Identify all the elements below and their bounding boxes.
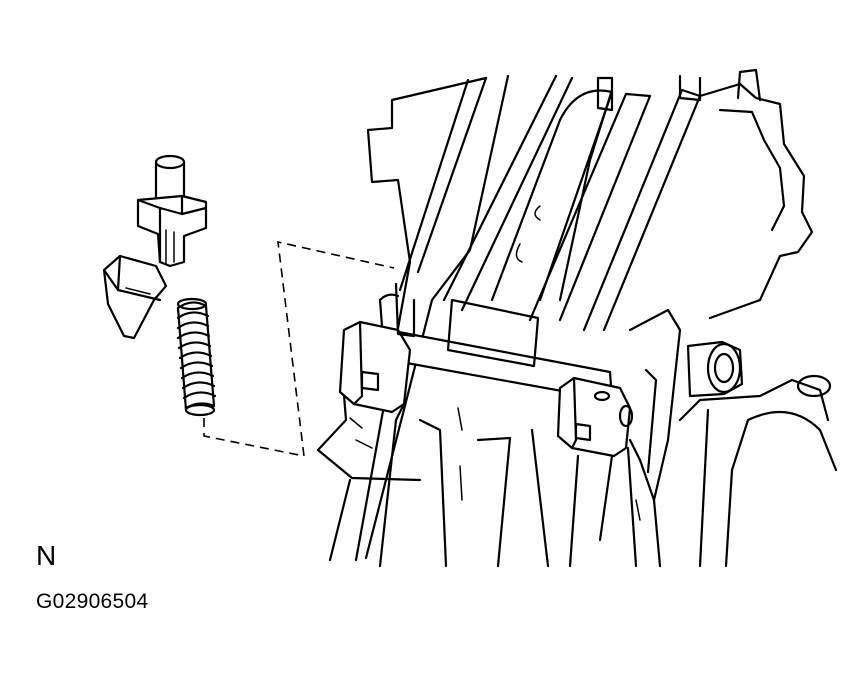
assembly-leader-dashes bbox=[203, 240, 395, 458]
shift-lever-plunger bbox=[102, 154, 208, 340]
view-label: N bbox=[36, 540, 57, 571]
shift-assembly-housing bbox=[316, 68, 838, 568]
figure-code: G02906504 bbox=[36, 590, 149, 613]
spring bbox=[176, 297, 217, 417]
